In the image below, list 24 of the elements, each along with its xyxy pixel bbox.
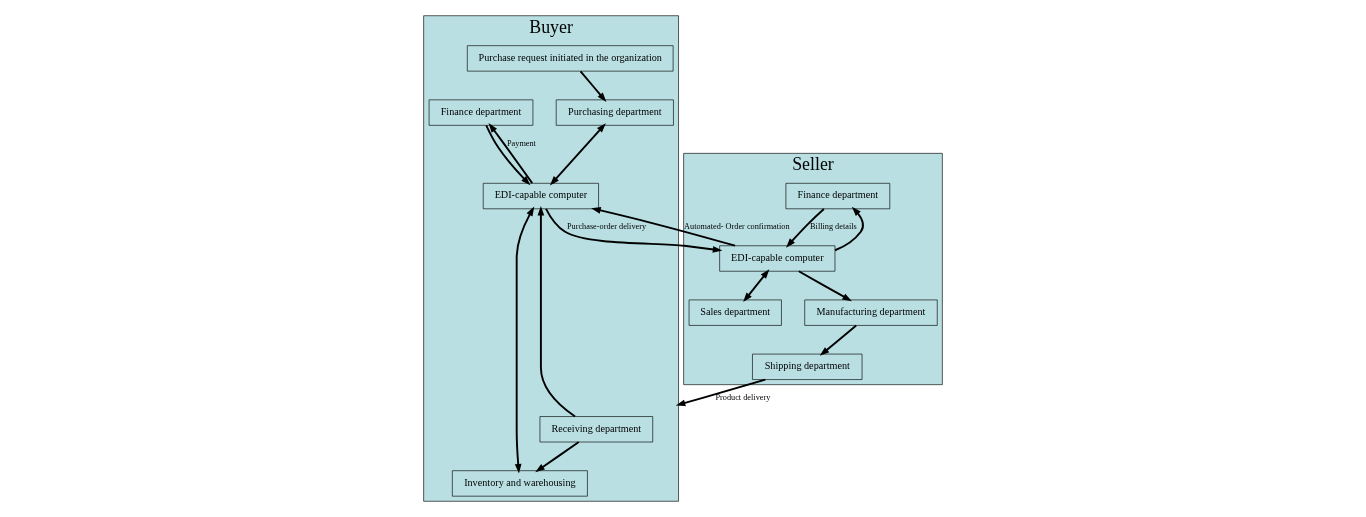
node-box: Inventory and warehousing <box>452 470 588 497</box>
node-box: Finance department <box>428 99 534 126</box>
arrow <box>797 270 852 302</box>
arrow <box>675 378 767 407</box>
arrow <box>537 205 576 418</box>
arrow <box>549 123 606 186</box>
node-box: Purchase request initiated in the organization <box>467 45 674 72</box>
arrow <box>819 324 858 356</box>
arrow <box>545 207 723 253</box>
node-box: Sales department <box>688 299 782 326</box>
arrow <box>834 206 864 252</box>
arrow <box>514 206 535 474</box>
arrow <box>743 269 770 303</box>
node-box: Purchasing department <box>555 99 674 126</box>
node-box: Finance department <box>785 183 891 210</box>
node-box: Receiving department <box>539 416 654 443</box>
node-box: EDI-capable computer <box>719 245 836 272</box>
node-box: Manufacturing department <box>804 299 938 326</box>
arrow <box>591 207 737 247</box>
node-box: Shipping department <box>752 353 863 380</box>
node-box: EDI-capable computer <box>482 183 599 210</box>
arrow <box>786 207 825 248</box>
arrow <box>535 441 580 473</box>
arrow <box>579 70 607 102</box>
